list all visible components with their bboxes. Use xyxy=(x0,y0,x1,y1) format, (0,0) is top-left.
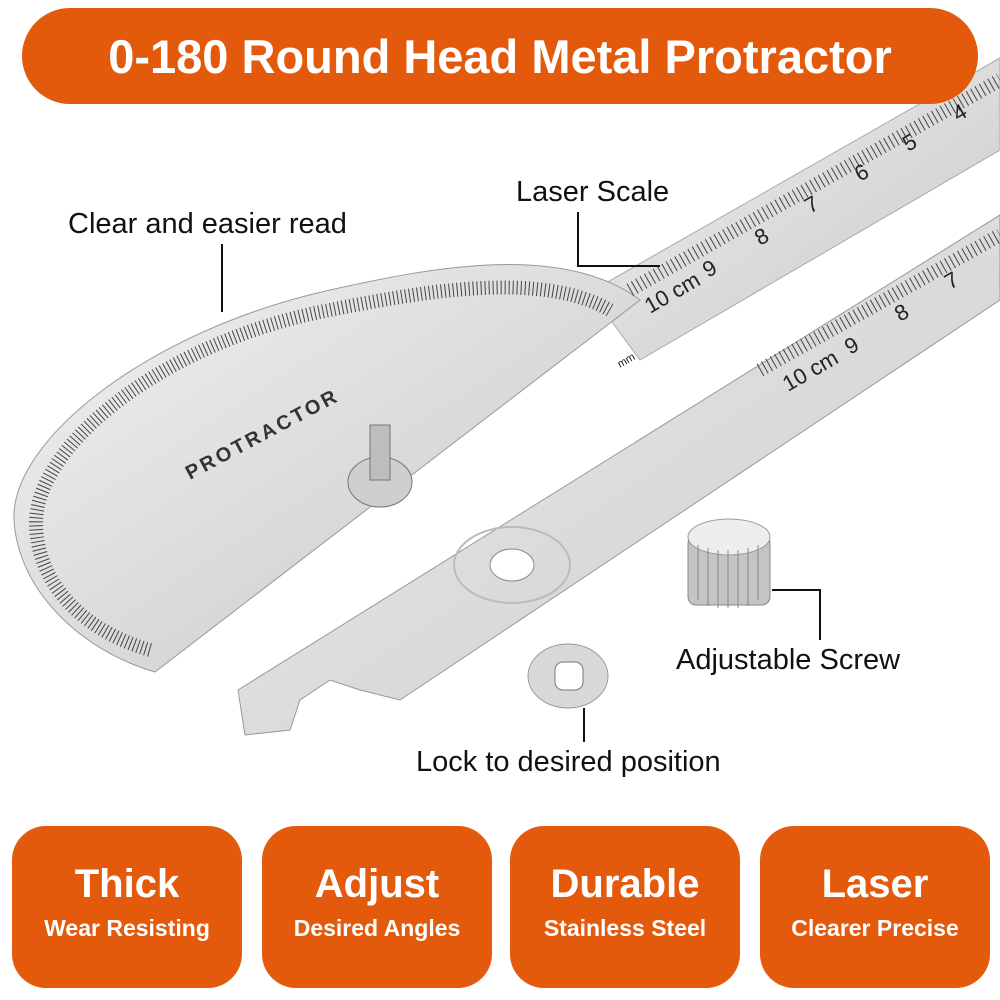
callout-lock: Lock to desired position xyxy=(416,746,721,778)
callout-line-laser xyxy=(577,212,660,267)
feature-heading: Durable xyxy=(550,862,700,906)
callout-laser-scale: Laser Scale xyxy=(516,176,670,208)
arm-washer-ring xyxy=(453,526,571,604)
screw-thread xyxy=(369,424,391,481)
adjustable-screw-part xyxy=(687,518,771,608)
feature-adjust: Adjust Desired Angles xyxy=(262,826,492,988)
protractor-head xyxy=(13,264,641,673)
feature-sub: Stainless Steel xyxy=(543,915,707,941)
arm-ticks xyxy=(756,228,1000,377)
callout-line-screw xyxy=(772,589,821,640)
ruler-ticks xyxy=(626,73,1000,297)
arm-hole xyxy=(489,548,535,582)
feature-sub: Desired Angles xyxy=(293,915,461,941)
lock-washer-part xyxy=(527,643,609,709)
callout-adjustable-screw: Adjustable Screw xyxy=(676,644,901,676)
upper-ruler xyxy=(589,57,1000,361)
page-title: 0-180 Round Head Metal Protractor xyxy=(22,8,978,104)
feature-heading: Adjust xyxy=(314,862,440,906)
unit-label: mm xyxy=(616,351,638,371)
feature-sub: Clearer Precise xyxy=(791,915,959,941)
feature-heading: Thick xyxy=(74,862,180,906)
feature-thick: Thick Wear Resisting xyxy=(12,826,242,988)
feature-durable: Durable Stainless Steel xyxy=(510,826,740,988)
degree-scale-ticks xyxy=(28,280,614,657)
feature-sub: Wear Resisting xyxy=(44,915,210,941)
feature-heading: Laser xyxy=(821,862,929,906)
feature-laser: Laser Clearer Precise xyxy=(760,826,990,988)
callout-clear: Clear and easier read xyxy=(68,208,347,240)
